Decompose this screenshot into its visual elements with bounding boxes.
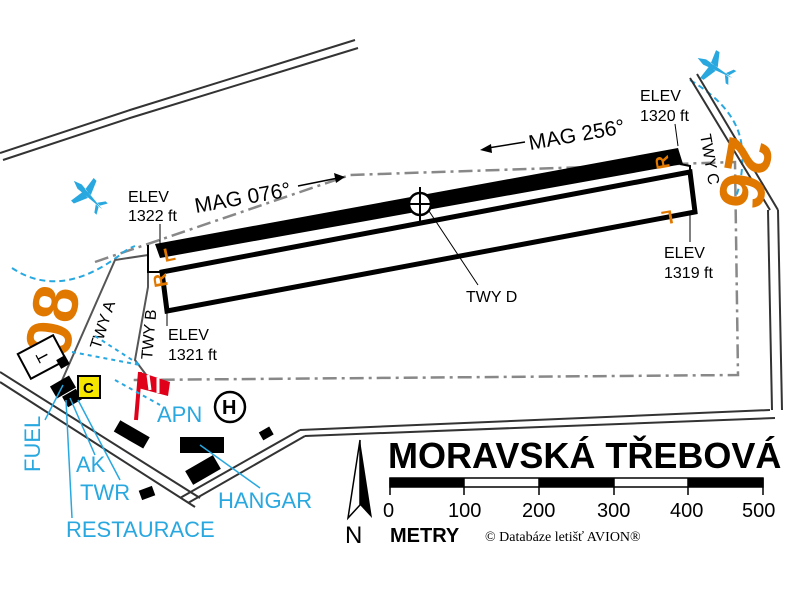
heading-arrow-east-head <box>334 173 345 183</box>
threshold-mark-l-west: L <box>162 244 178 267</box>
threshold-connector <box>679 163 691 172</box>
scale-tick-label: 300 <box>597 500 630 522</box>
threshold-connector <box>147 245 162 273</box>
facility-label-ak: AK <box>76 452 106 477</box>
scale-tick-label: 100 <box>448 500 481 522</box>
customs-marker: C <box>77 375 101 399</box>
threshold-mark-l-east: L <box>659 205 674 228</box>
taxiway-label-a: TWY A <box>88 299 120 352</box>
svg-text:N: N <box>345 522 362 549</box>
aerodrome-reference-point-icon <box>403 187 437 221</box>
scale-tick-label: 200 <box>522 500 555 522</box>
scale-tick-label: 400 <box>670 500 703 522</box>
road <box>0 39 783 508</box>
airplane-icon <box>697 50 737 85</box>
facility-label-fuel: FUEL <box>20 416 45 472</box>
elev-label: ELEV <box>128 189 169 206</box>
runway-grass <box>159 169 698 314</box>
scale-tick-label: 500 <box>742 500 775 522</box>
runway-designator-26: 26 <box>704 133 787 216</box>
svg-text:C: C <box>83 380 94 397</box>
heliport-icon: H <box>213 390 247 424</box>
scale-unit: METRY <box>390 525 460 547</box>
windsock-icon <box>134 371 170 421</box>
elev-value: 1321 ft <box>168 347 217 364</box>
north-arrow-icon: N <box>345 439 372 549</box>
elev-value: 1322 ft <box>128 208 177 225</box>
airport-boundary <box>94 160 740 382</box>
elev-label: ELEV <box>640 88 681 105</box>
landing-t-sign: T <box>16 333 68 381</box>
taxiway-label-d: TWY D <box>466 289 517 306</box>
facility-label-apn: APN <box>157 402 202 427</box>
mag-heading-west: MAG 256° <box>527 115 627 155</box>
facility-label-twr: TWR <box>80 480 130 505</box>
facility-pointer <box>71 335 161 406</box>
heading-arrow-west-head <box>480 144 492 153</box>
facility-label-restaurace: RESTAURACE <box>66 517 215 542</box>
twy-d-leader <box>424 204 479 286</box>
label-leader <box>44 384 261 519</box>
svg-text:H: H <box>222 397 236 419</box>
threshold-mark-r-west: R <box>150 271 173 288</box>
scale-bar <box>389 477 764 495</box>
page-title: MORAVSKÁ TŘEBOVÁ <box>388 434 781 476</box>
copyright: © Databáze letišť AVION® <box>485 530 641 545</box>
heading-arrow-east <box>297 177 339 187</box>
threshold-mark-r-east: R <box>652 153 675 170</box>
building <box>49 355 274 501</box>
heading-arrow-west <box>487 141 526 149</box>
elev-leader <box>674 123 679 147</box>
facility-label-hangar: HANGAR <box>218 488 312 513</box>
airplane-icon <box>71 178 108 215</box>
elev-label: ELEV <box>168 327 209 344</box>
elev-value: 1319 ft <box>664 265 713 282</box>
taxiway-label-b: TWY B <box>139 309 160 361</box>
scale-tick-label: 0 <box>383 500 394 522</box>
elev-label: ELEV <box>664 245 705 262</box>
elev-value: 1320 ft <box>640 108 689 125</box>
approach-path-west <box>11 245 136 283</box>
